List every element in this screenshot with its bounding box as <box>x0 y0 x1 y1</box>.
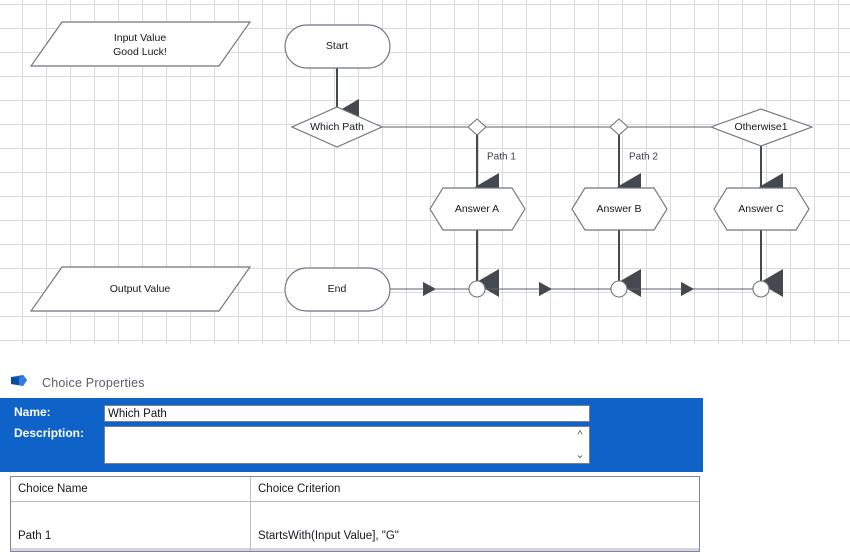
node-label-input-value: Input Value <box>114 32 167 44</box>
cell-choice-criterion[interactable]: Right ([Input Value], 4) = 'Good') <box>251 548 699 551</box>
description-input[interactable] <box>105 427 575 463</box>
edge-label-path-2: Path 2 <box>629 152 658 163</box>
flowchart-canvas[interactable]: Input Value Good Luck! Start Which Path … <box>0 0 850 344</box>
node-start <box>284 24 391 69</box>
merge-node-b <box>610 280 628 298</box>
node-otherwise1 <box>709 108 814 147</box>
merge-node-c <box>752 280 770 298</box>
name-label: Name: <box>14 405 51 419</box>
cell-choice-name[interactable]: Path 1 <box>11 524 251 548</box>
junction-path-2 <box>609 118 629 136</box>
junction-path-1 <box>467 118 487 136</box>
column-header-choice-name: Choice Name <box>11 477 251 501</box>
cell-choice-name[interactable]: Path 2 <box>11 548 251 551</box>
table-spacer-row <box>11 502 699 524</box>
name-input[interactable] <box>104 405 590 422</box>
flag-arrow-icon <box>10 374 32 393</box>
node-answer-a <box>429 187 526 231</box>
node-answer-b <box>571 187 668 231</box>
name-row: Name: <box>0 405 703 422</box>
merge-node-a <box>468 280 486 298</box>
spacer-cell-name <box>11 502 251 524</box>
spacer-cell-criterion <box>251 502 699 524</box>
column-header-choice-criterion: Choice Criterion <box>258 483 341 495</box>
node-label-start: Start <box>326 40 348 52</box>
description-row: Description: ^ ⌄ <box>0 426 703 464</box>
cell-choice-criterion[interactable]: StartsWith(Input Value], "G" <box>258 530 399 542</box>
node-label-answer-c: Answer C <box>738 203 784 215</box>
node-answer-c <box>713 187 810 231</box>
edge-label-path-1: Path 1 <box>487 152 516 163</box>
node-label-end: End <box>328 283 347 295</box>
node-label-answer-a: Answer A <box>455 203 499 215</box>
node-output-value <box>29 266 252 312</box>
scroll-down-chevron-icon[interactable]: ⌄ <box>575 449 585 461</box>
node-label-which-path: Which Path <box>310 121 364 133</box>
table-header-row: Choice Name Choice Criterion <box>11 477 699 502</box>
choice-properties-panel: Name: Description: ^ ⌄ <box>0 398 703 472</box>
choice-properties-title: Choice Properties <box>42 376 145 390</box>
table-row[interactable]: Path 2 Right ([Input Value], 4) = 'Good'… <box>11 548 699 551</box>
scroll-up-chevron-icon[interactable]: ^ <box>577 429 583 441</box>
choice-criteria-table[interactable]: Choice Name Choice Criterion Path 1 Star… <box>10 476 700 552</box>
node-label-input-value-2: Good Luck! <box>113 46 167 58</box>
node-label-otherwise1: Otherwise1 <box>734 121 787 133</box>
choice-properties-header: Choice Properties <box>0 368 850 398</box>
node-label-answer-b: Answer B <box>597 203 642 215</box>
node-label-output-value: Output Value <box>110 283 171 295</box>
node-which-path <box>290 106 384 148</box>
node-end <box>284 267 391 312</box>
table-row[interactable]: Path 1 StartsWith(Input Value], "G" <box>11 524 699 548</box>
description-field-wrapper: ^ ⌄ <box>104 426 590 464</box>
node-input-value <box>29 21 252 67</box>
description-label: Description: <box>14 426 85 440</box>
